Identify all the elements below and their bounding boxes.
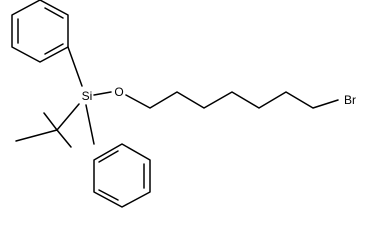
tert-butyl-methyl-2 <box>56 129 72 148</box>
tert-butyl-methyl-1 <box>43 112 58 131</box>
si-oxygen-bond <box>93 91 112 96</box>
tert-butyl-group <box>15 112 72 148</box>
tert-butyl-methyl-3 <box>15 129 58 142</box>
upper-phenyl-hexagon <box>11 0 69 63</box>
lower-phenyl-hexagon <box>93 143 151 208</box>
si-upper-phenyl-bond <box>67 46 83 87</box>
lower-phenyl-double-bond-3 <box>98 189 119 201</box>
upper-phenyl-ring <box>11 0 69 63</box>
lower-phenyl-double-bond-1 <box>98 150 119 163</box>
upper-phenyl-double-bond-1 <box>44 7 64 19</box>
upper-phenyl-double-bond-2 <box>44 43 64 55</box>
bromine-label: Br <box>344 93 356 107</box>
si-tert-butyl-bond <box>56 103 80 131</box>
oxygen-label: O <box>114 85 123 99</box>
hexyl-chain <box>125 91 339 109</box>
silicon-label: Si <box>82 89 93 103</box>
structural-formula: Si O Br <box>11 0 356 208</box>
lower-phenyl-ring <box>93 143 151 208</box>
si-lower-phenyl-bond <box>85 104 95 145</box>
